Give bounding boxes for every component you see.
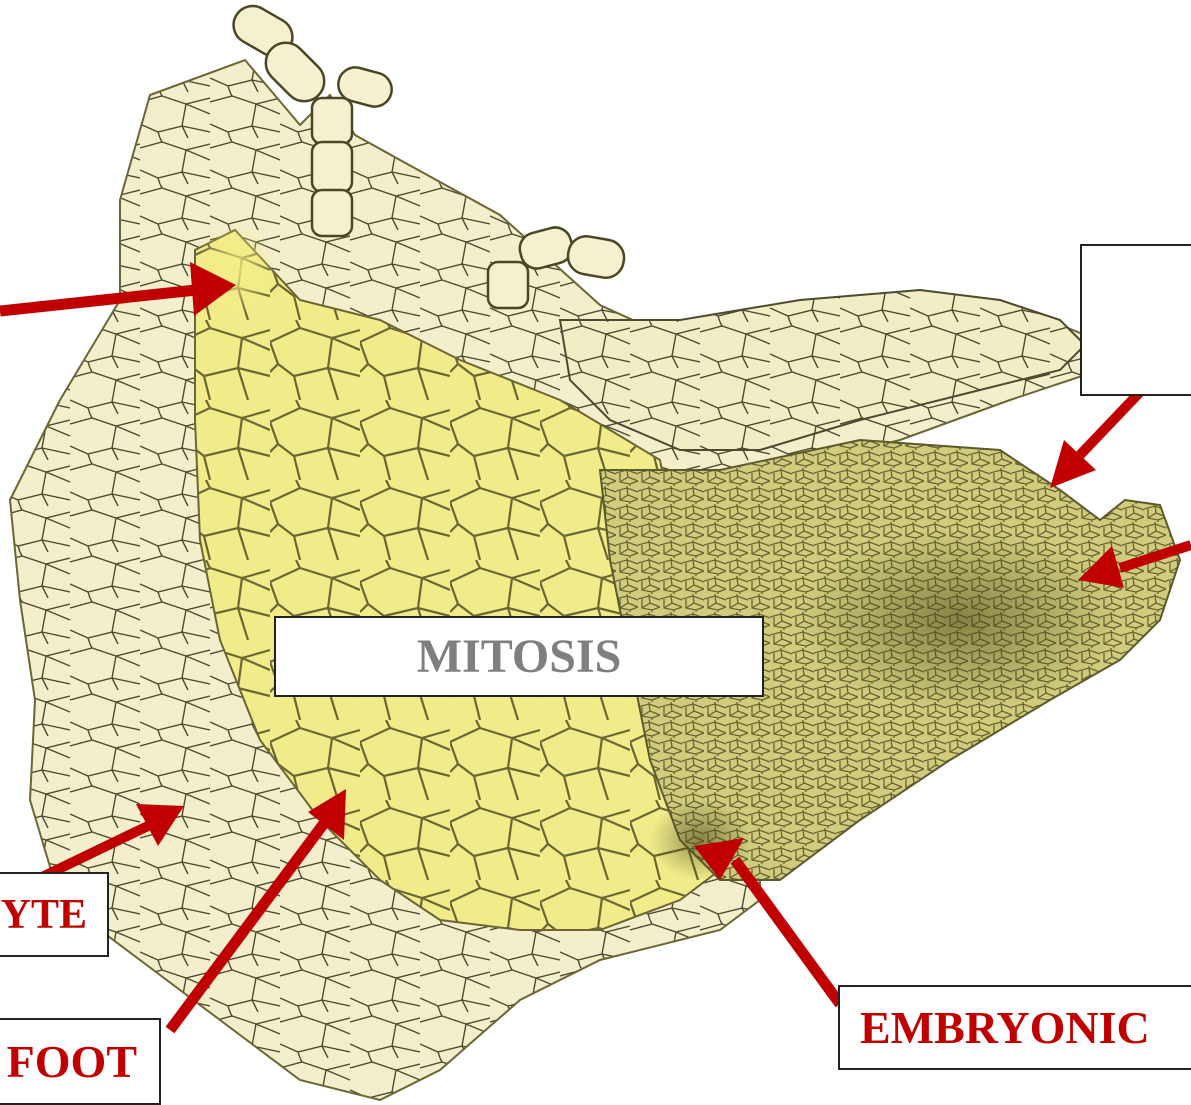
label-foot-text: FOOT [7,1035,137,1088]
label-mitosis: MITOSIS [274,616,764,697]
label-top-right-blank [1080,244,1191,396]
label-embryonic-text: EMBRYONIC [860,1001,1150,1054]
label-gametophyte-text: YTE [1,891,87,939]
label-embryonic: EMBRYONIC [838,985,1191,1070]
label-mitosis-text: MITOSIS [417,629,622,684]
label-foot: FOOT [0,1018,161,1105]
label-gametophyte: YTE [0,872,109,957]
calyptra-tissue [560,290,1085,450]
arrow-to-calyptra [1050,392,1140,488]
